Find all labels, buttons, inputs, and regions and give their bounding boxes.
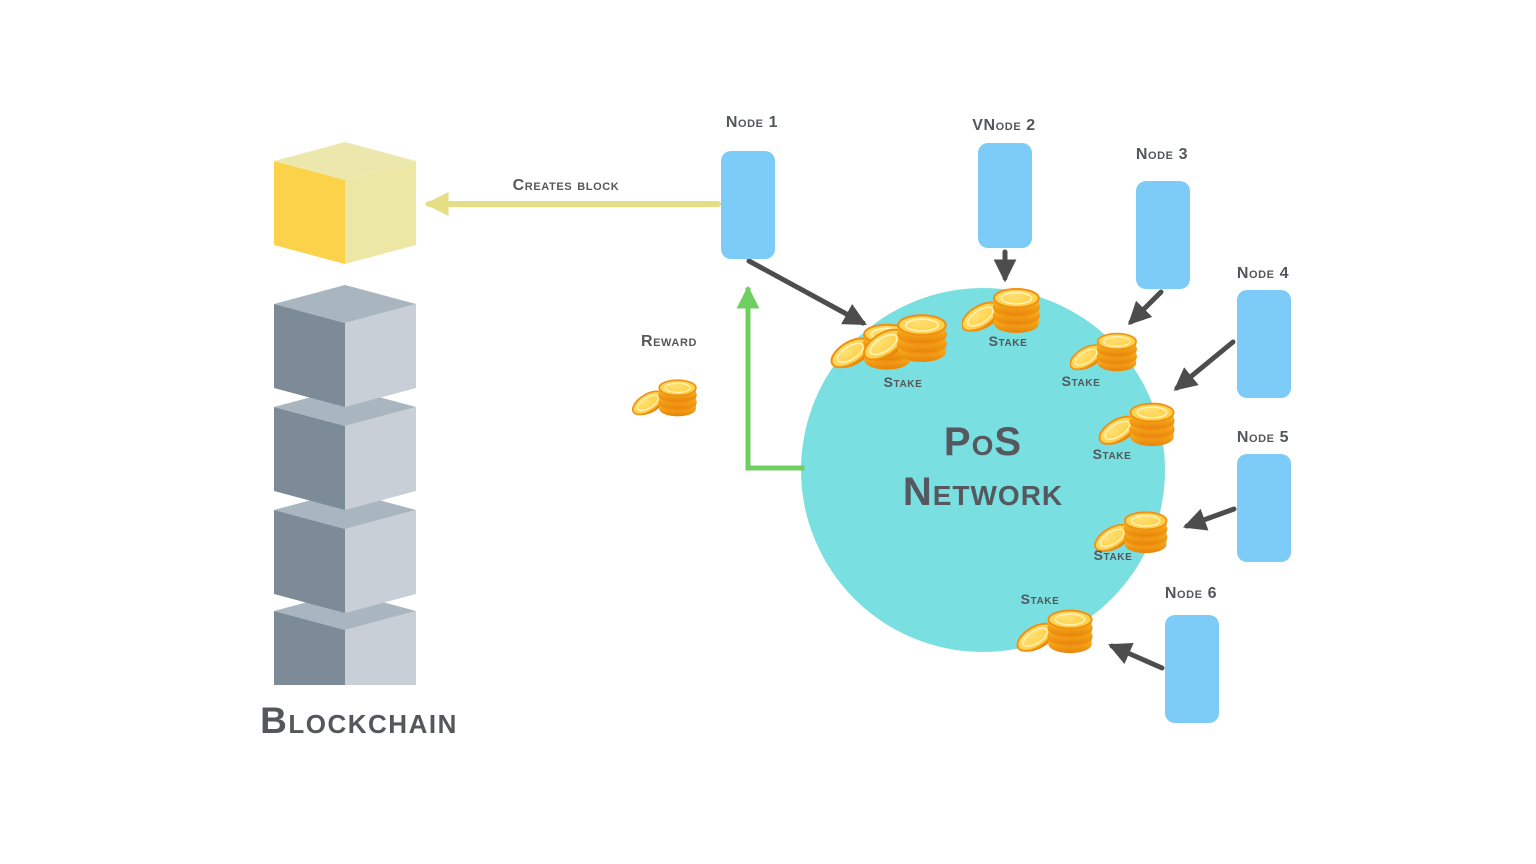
stake-label-3: Stake <box>1061 373 1101 389</box>
pos-network-title-line2: Network <box>902 470 1064 514</box>
stake-coins-icon <box>1097 402 1175 448</box>
node-6-label: Node 6 <box>1164 585 1218 602</box>
node-4-label: Node 4 <box>1236 265 1290 282</box>
node-2-box <box>978 143 1032 248</box>
node-3-stake-arrow <box>1127 289 1164 326</box>
stake-coins-icon <box>1014 609 1093 655</box>
reward-label: Reward <box>640 333 698 350</box>
stake-label-6: Stake <box>1020 591 1060 607</box>
block-cube <box>274 388 416 510</box>
node-5-box <box>1237 454 1291 562</box>
node-6-stake-arrow <box>1108 643 1165 671</box>
blockchain-stack <box>274 142 416 685</box>
stake-label-4: Stake <box>1092 446 1132 462</box>
node-5-stake-arrow <box>1182 506 1237 531</box>
reward-arrow <box>736 285 805 471</box>
stake-coins-icon <box>830 314 947 375</box>
stake-label-5: Stake <box>1093 547 1133 563</box>
new-block-cube <box>274 142 416 264</box>
node-3-label: Node 3 <box>1135 146 1189 163</box>
node-3-box <box>1136 181 1190 289</box>
pos-network-title-line1: PoS <box>943 420 1023 464</box>
blockchain-title: Blockchain <box>260 700 458 741</box>
stake-label-2: Stake <box>988 333 1028 349</box>
node-1-box <box>721 151 775 259</box>
node-4-box <box>1237 290 1291 398</box>
stake-label-1: Stake <box>883 374 923 390</box>
node-1-stake-arrow <box>746 258 867 326</box>
node-6-box <box>1165 615 1219 723</box>
block-cube <box>274 285 416 407</box>
stake-coins-icon <box>962 288 1040 335</box>
creates-block-label: Creates block <box>512 177 620 194</box>
node-5-label: Node 5 <box>1236 429 1290 446</box>
node-1-label: Node 1 <box>725 114 779 131</box>
node-4-stake-arrow <box>1173 339 1236 391</box>
node-2-label: VNode 2 <box>972 117 1036 134</box>
reward-coins-icon <box>632 379 697 418</box>
stake-coins-icon <box>1070 332 1137 373</box>
